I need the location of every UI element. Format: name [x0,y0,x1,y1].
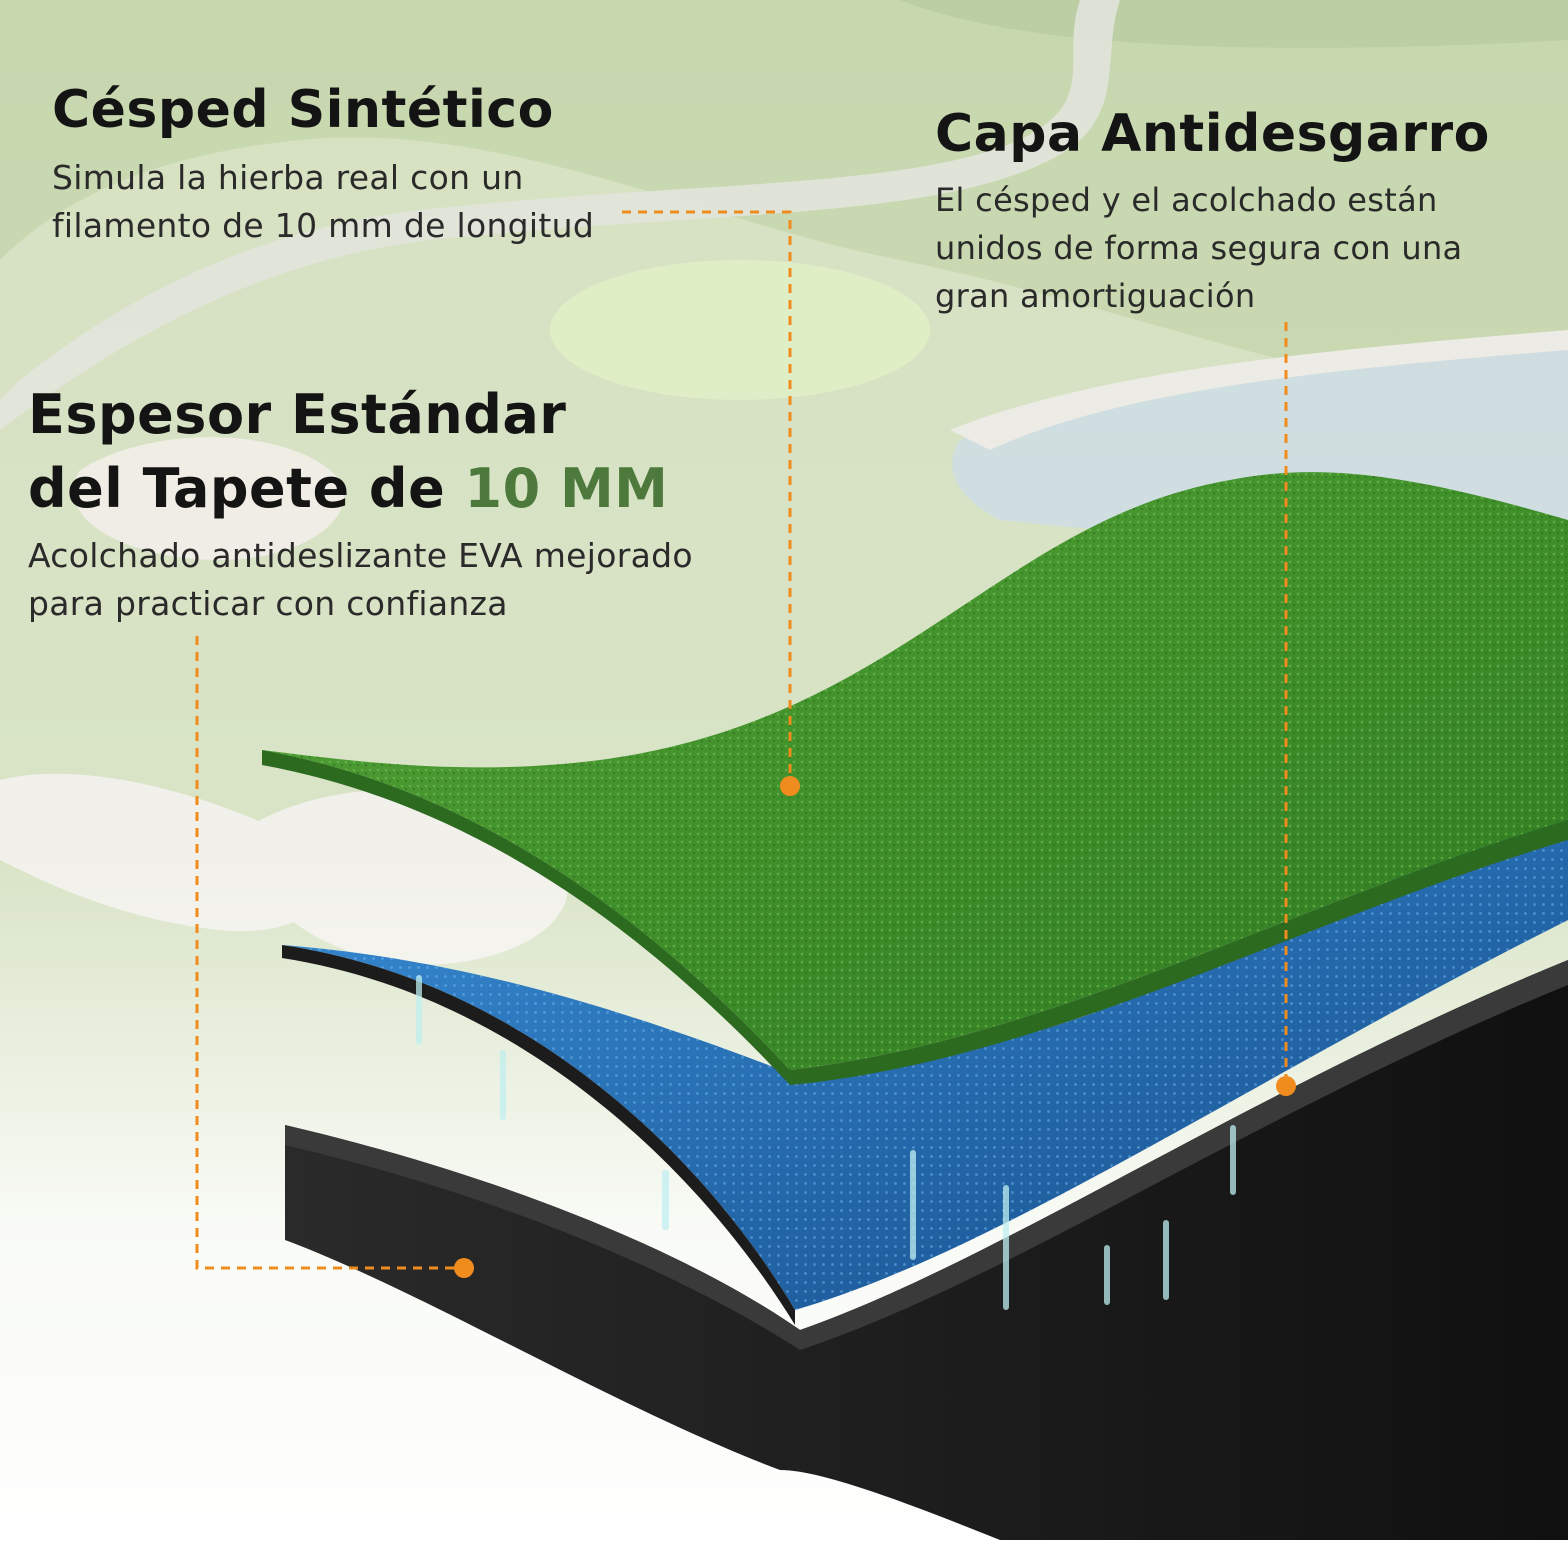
feature-cesped: Césped Sintético Simula la hierba real c… [52,78,752,250]
foam-layer [282,790,1568,1325]
feature-espesor: Espesor Estándar del Tapete de 10 MM Aco… [28,378,808,628]
feature-espesor-desc-line2: para practicar con confianza [28,584,508,623]
feature-capa-title: Capa Antidesgarro [935,104,1490,164]
callout-dot-espesor [454,1258,474,1278]
callout-dot-capa [1276,1076,1296,1096]
feature-cesped-desc: Simula la hierba real con un filamento d… [52,154,752,250]
feature-capa: Capa Antidesgarro El césped y el acolcha… [935,102,1565,320]
callout-line-cesped [622,210,792,786]
feature-espesor-title-line1: Espesor Estándar [28,383,567,446]
feature-capa-desc-line2: unidos de forma segura con una [935,229,1463,267]
feature-espesor-desc-line1: Acolchado antideslizante EVA mejorado [28,536,693,575]
feature-cesped-desc-line2: filamento de 10 mm de longitud [52,206,595,245]
feature-espesor-title-line2: del Tapete de [28,457,465,520]
callout-leaders [195,210,1288,1270]
feature-espesor-title: Espesor Estándar del Tapete de 10 MM [28,378,808,526]
thickness-highlight: 10 MM [464,457,669,520]
feature-espesor-desc: Acolchado antideslizante EVA mejorado pa… [28,532,808,628]
feature-cesped-desc-line1: Simula la hierba real con un [52,158,524,197]
callout-dot-cesped [780,776,800,796]
base-layer [285,960,1568,1540]
feature-capa-desc-line1: El césped y el acolchado están [935,181,1438,219]
callout-line-espesor [195,636,464,1270]
feature-capa-desc-line3: gran amortiguación [935,277,1256,315]
feature-capa-desc: El césped y el acolchado están unidos de… [935,176,1565,320]
feature-cesped-title: Césped Sintético [52,80,554,140]
turf-layer [262,472,1568,1085]
